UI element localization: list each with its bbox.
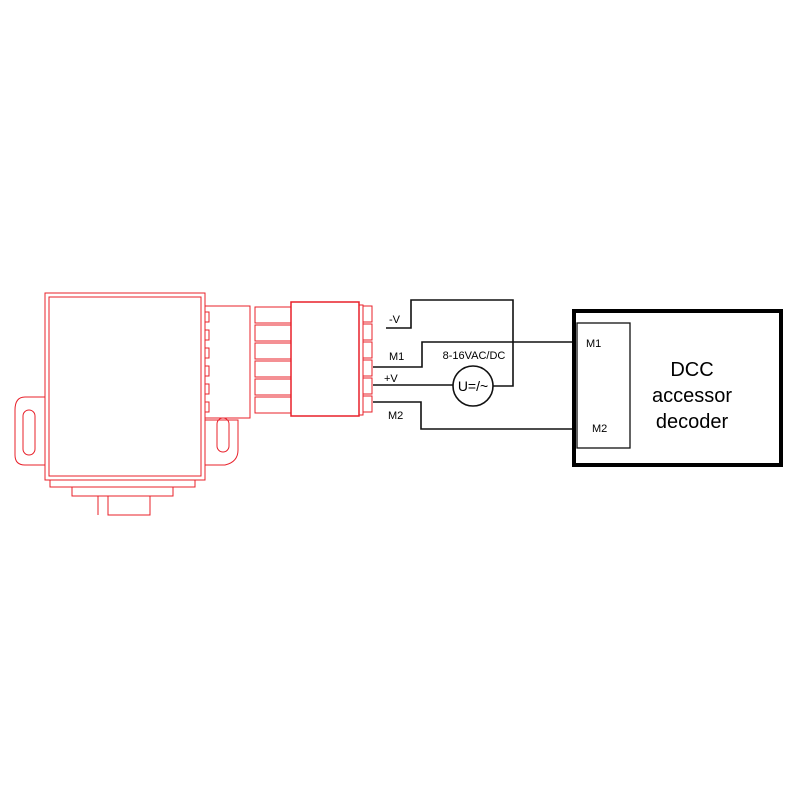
power-supply-symbol <box>452 365 494 407</box>
wire-m2 <box>373 401 575 430</box>
decoder-title-line-2: accessor <box>652 385 732 407</box>
wire-m1 <box>373 341 575 368</box>
wire-minus-v <box>386 299 514 387</box>
socket-pins <box>204 311 210 413</box>
decoder-pin-m2: M2 <box>592 423 607 435</box>
plug-contacts <box>254 306 292 414</box>
device-bottom <box>49 480 196 516</box>
decoder-title-line-3: decoder <box>656 411 729 433</box>
switch-machine-device <box>14 292 373 516</box>
decoder-title-line-1: DCC <box>670 359 713 381</box>
plug-terminals <box>358 304 373 416</box>
device-body <box>44 292 206 481</box>
mounting-tab-left <box>14 396 45 466</box>
power-supply-symbol-text: U=/~ <box>458 378 488 394</box>
supply-voltage-label: 8-16VAC/DC <box>443 350 506 362</box>
mounting-tab-right <box>205 419 239 466</box>
device-socket <box>204 305 251 419</box>
label-m1: M1 <box>389 351 404 363</box>
label-plus-v: +V <box>384 373 398 385</box>
label-minus-v: -V <box>389 314 401 326</box>
decoder-box <box>572 309 783 467</box>
dcc-accessory-decoder: M1 M2 DCC accessor decoder <box>572 309 783 467</box>
decoder-terminal-block <box>576 322 631 449</box>
decoder-pin-m1: M1 <box>586 338 601 350</box>
label-m2: M2 <box>388 410 403 422</box>
plug-body <box>290 301 360 417</box>
